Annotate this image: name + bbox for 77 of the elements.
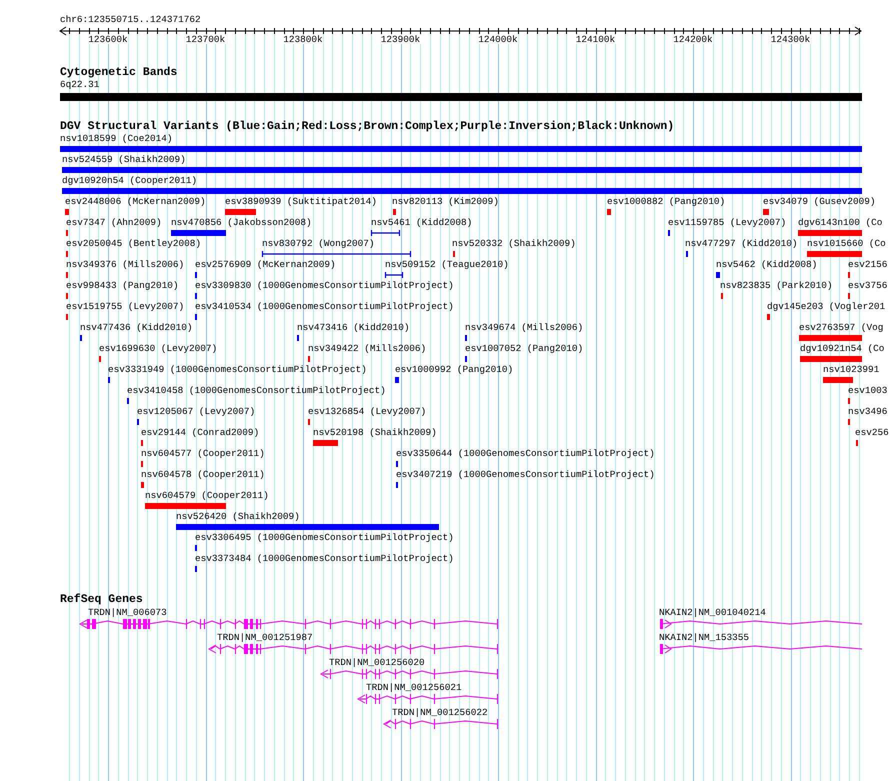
- variant-label: nsv604578 (Cooper2011): [141, 470, 265, 480]
- variant-label: esv3410534 (1000GenomesConsortiumPilotProject): [195, 302, 454, 312]
- variant-label: nsv5461 (Kidd2008): [371, 218, 472, 228]
- variant-label: nsv830792 (Wong2007): [262, 239, 375, 248]
- gene-label: TRDN|NM_001256020: [329, 658, 425, 668]
- variant-label: esv1000992 (Pang2010): [395, 365, 514, 374]
- band-label: 6q22.31: [60, 80, 100, 90]
- variant-label: nsv520198 (Shaikh2009): [313, 428, 437, 438]
- variant-label: nsv1018599 (Coe2014): [60, 134, 173, 144]
- variant-label: nsv520332 (Shaikh2009): [452, 239, 576, 248]
- variant-label: esv3373484 (1000GenomesConsortiumPilotProject): [195, 554, 454, 564]
- variant-label: dgv6143n100 (Co: [798, 218, 882, 228]
- variant-label: esv3410458 (1000GenomesConsortiumPilotProject): [127, 386, 386, 396]
- variant-label: esv1000882 (Pang2010): [607, 197, 726, 206]
- variant-label: esv1519755 (Levy2007): [66, 302, 184, 312]
- variant-label: nsv477297 (Kidd2010): [685, 239, 798, 248]
- variant-label: esv1159785 (Levy2007): [668, 218, 786, 228]
- variant-label: esv1205067 (Levy2007): [137, 407, 256, 416]
- gene-label: TRDN|NM_006073: [88, 608, 167, 618]
- axis-tick-label: 124300k: [770, 35, 812, 44]
- variant-label: esv2156: [848, 260, 888, 270]
- variant-label: nsv524559 (Shaikh2009): [62, 155, 186, 164]
- variant-label: esv34079 (Gusev2009): [763, 197, 876, 206]
- variant-label: dgv10921n54 (Co: [800, 344, 884, 354]
- axis-tick-label: 124000k: [477, 35, 519, 44]
- gene-label: NKAIN2|NM_001040214: [659, 608, 766, 618]
- variant-label: esv1003: [848, 386, 888, 396]
- track-heading: Cytogenetic Bands: [60, 67, 178, 78]
- variant-label: esv2448006 (McKernan2009): [65, 197, 206, 206]
- variant-label: nsv820113 (Kim2009): [392, 197, 499, 206]
- track-heading: DGV Structural Variants (Blue:Gain;Red:Loss;Brown:Complex;Purple:Inversion;Black:Unknown): [60, 121, 674, 132]
- variant-label: nsv477436 (Kidd2010): [80, 323, 193, 332]
- variant-label: esv3350644 (1000GenomesConsortiumPilotProject): [396, 449, 655, 458]
- axis-tick-label: 124200k: [672, 35, 714, 44]
- variant-label: esv2576909 (McKernan2009): [195, 260, 336, 270]
- gene-label: TRDN|NM_001256021: [366, 683, 462, 692]
- variant-label: nsv473416 (Kidd2010): [297, 323, 410, 332]
- variant-label: nsv349422 (Mills2006): [308, 344, 426, 354]
- variant-label: nsv604579 (Cooper2011): [145, 491, 269, 500]
- variant-label: esv1007052 (Pang2010): [465, 344, 584, 354]
- axis-tick-label: 123800k: [282, 35, 324, 44]
- gene-label: TRDN|NM_001256022: [392, 708, 488, 718]
- variant-label: esv3309830 (1000GenomesConsortiumPilotProject): [195, 281, 454, 290]
- variant-label: esv29144 (Conrad2009): [141, 428, 260, 438]
- variant-label: nsv526420 (Shaikh2009): [176, 512, 300, 522]
- variant-label: esv2763597 (Vog: [799, 323, 884, 332]
- variant-label: nsv349376 (Mills2006): [66, 260, 184, 270]
- variant-label: esv1699630 (Levy2007): [99, 344, 218, 354]
- variant-label: esv256: [855, 428, 889, 438]
- track-heading: RefSeq Genes: [60, 594, 143, 606]
- variant-label: esv998433 (Pang2010): [66, 281, 179, 290]
- variant-label: esv3407219 (1000GenomesConsortiumPilotProject): [396, 470, 655, 480]
- variant-label: esv2050045 (Bentley2008): [66, 239, 202, 248]
- variant-label: esv7347 (Ahn2009): [66, 218, 162, 228]
- variant-label: nsv1015660 (Co: [807, 239, 886, 248]
- axis-tick-label: 123700k: [184, 35, 226, 44]
- variant-label: nsv604577 (Cooper2011): [141, 449, 265, 458]
- gene-label: NKAIN2|NM_153355: [659, 633, 750, 642]
- axis-tick-label: 123900k: [380, 35, 422, 44]
- axis-tick-label: 123600k: [87, 35, 129, 44]
- variant-label: dgv145e203 (Vogler201: [767, 302, 886, 312]
- variant-label: esv3756: [848, 281, 888, 290]
- variant-label: esv3306495 (1000GenomesConsortiumPilotProject): [195, 533, 454, 542]
- axis-tick-label: 124100k: [574, 35, 616, 44]
- variant-label: nsv349674 (Mills2006): [465, 323, 584, 332]
- variant-label: esv3890939 (Suktitipat2014): [225, 197, 377, 206]
- variant-label: nsv3496: [848, 407, 888, 416]
- gene-label: TRDN|NM_001251987: [217, 633, 313, 642]
- variant-label: nsv5462 (Kidd2008): [716, 260, 818, 270]
- variant-label: esv1326854 (Levy2007): [308, 407, 426, 416]
- variant-label: nsv1023991: [823, 365, 880, 374]
- coordinate-label: chr6:123550715..124371762: [60, 15, 201, 24]
- variant-label: nsv823835 (Park2010): [720, 281, 833, 290]
- variant-label: nsv470856 (Jakobsson2008): [171, 218, 312, 228]
- variant-label: esv3331949 (1000GenomesConsortiumPilotProject): [108, 365, 367, 374]
- variant-label: nsv509152 (Teague2010): [385, 260, 509, 270]
- variant-label: dgv10920n54 (Cooper2011): [62, 176, 198, 186]
